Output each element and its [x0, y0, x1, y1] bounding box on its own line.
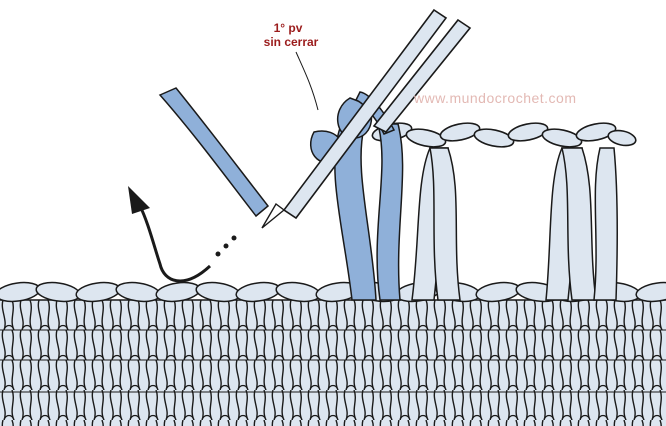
annotation-label-line2: sin cerrar [256, 36, 326, 49]
watermark: www.mundocrochet.com [414, 90, 577, 106]
fabric-base [0, 300, 666, 426]
annotation-label-line1: 1° pv [268, 22, 308, 35]
existing-stitches [412, 148, 617, 300]
annotation-leader-line [296, 52, 318, 110]
arrow-icon [128, 186, 210, 281]
working-yarn [160, 88, 268, 216]
top-chain [371, 120, 637, 150]
yarn-path-dots [216, 236, 237, 257]
